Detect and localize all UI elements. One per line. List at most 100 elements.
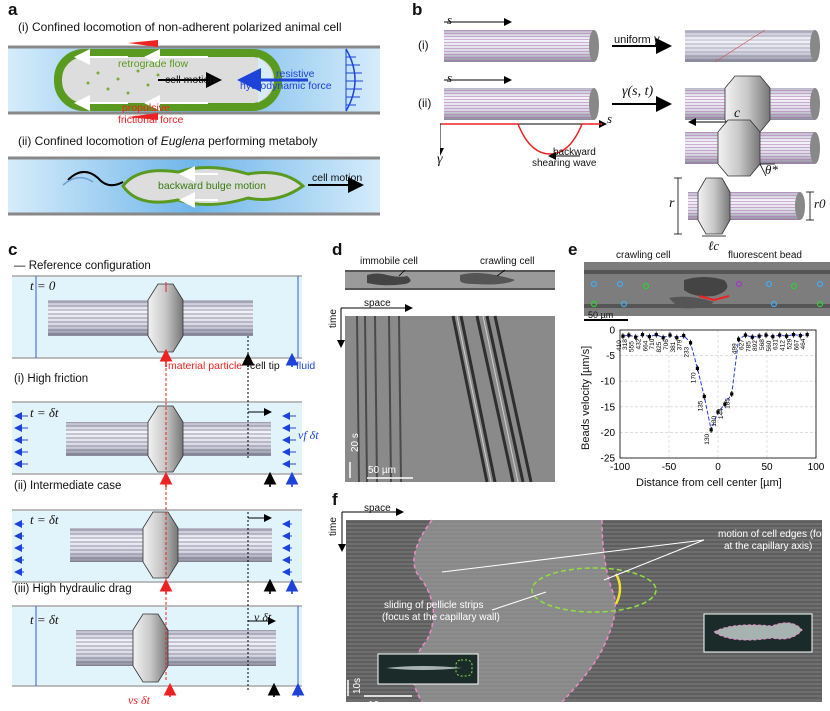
data-point: 555 <box>629 334 638 352</box>
point-marker <box>757 334 761 338</box>
tdt-label-iii: t = δt <box>30 612 59 627</box>
propulsive-label-1: propulsive <box>122 102 170 114</box>
y-tick-label: 0 <box>609 326 615 337</box>
point-count-label: 381 <box>670 341 677 352</box>
time-label-d: time <box>328 309 339 328</box>
s-label-ii: s <box>447 70 453 85</box>
point-marker <box>791 333 796 337</box>
intermediate-label: (ii) Intermediate case <box>14 480 122 492</box>
y-tick-label: -10 <box>601 377 616 388</box>
y-tick-label: -20 <box>601 428 616 439</box>
data-point: 381 <box>670 334 679 353</box>
point-count-label: 667 <box>793 339 800 350</box>
data-point: 135 <box>697 393 706 411</box>
gamma-st-label: γ(s, t) <box>622 84 654 99</box>
resistive-label-2: hydrodynamic force <box>240 80 332 92</box>
point-marker <box>736 337 741 341</box>
point-marker <box>723 402 727 406</box>
space-label-d: space <box>364 298 391 309</box>
point-marker <box>640 333 645 337</box>
x-tick-label: 100 <box>808 462 825 473</box>
vs-label: vs δt <box>128 693 150 707</box>
point-count-label: 233 <box>684 346 691 357</box>
point-marker <box>730 392 734 396</box>
crawling-cell-label-d: crawling cell <box>480 256 535 267</box>
r0-label: r0 <box>814 196 826 211</box>
scale-t-f: 10s <box>352 677 363 694</box>
panel-f-label: f <box>332 490 338 509</box>
chart-series <box>622 334 808 432</box>
high-drag-label: (iii) High hydraulic drag <box>14 583 132 595</box>
data-point: 144 <box>718 401 727 419</box>
point-marker <box>709 428 713 432</box>
panel-a-i-diagram <box>8 40 380 120</box>
scale-t-d: 20 s <box>350 433 361 452</box>
y-tick-label: -25 <box>601 454 616 465</box>
data-point: 892 <box>752 333 761 351</box>
point-count-label: 185 <box>725 398 732 409</box>
fluorescent-bead-label: fluorescent bead <box>728 250 802 261</box>
vf-label: vf δt <box>298 428 319 442</box>
point-marker <box>654 333 658 337</box>
data-point: 412 <box>780 333 789 351</box>
r-label: r <box>669 196 675 211</box>
point-count-label: 432 <box>636 338 643 349</box>
data-point: 379 <box>677 332 686 350</box>
time-label-f: time <box>328 517 339 536</box>
row-ii-label: (ii) <box>418 96 432 110</box>
point-marker <box>688 341 693 345</box>
point-count-label: 464 <box>800 338 807 349</box>
chart-ylabel: Beads velocity [µm/s] <box>580 345 592 450</box>
panel-d-kymograph <box>345 269 555 482</box>
backward-label-1: backward <box>553 147 596 158</box>
panel-a-label: a <box>8 0 18 19</box>
data-point: 233 <box>684 339 693 358</box>
panel-d-label: d <box>332 240 343 259</box>
data-point: 560 <box>766 333 775 352</box>
data-point: 706 <box>663 332 672 350</box>
data-point: 499 <box>732 336 741 354</box>
point-marker <box>805 333 809 337</box>
cell-edges-label-2: at the capillary axis) <box>724 541 813 552</box>
reference-config-label: — Reference configuration <box>14 260 151 272</box>
point-count-label: 379 <box>677 339 684 350</box>
point-count-label: 555 <box>629 341 636 352</box>
tdt-label-i: t = δt <box>30 405 59 420</box>
crawling-cell-label-e: crawling cell <box>616 250 671 261</box>
scale-x-f: 10 µm <box>368 700 396 711</box>
row-i-label: (i) <box>418 38 429 52</box>
point-count-label: 664 <box>642 340 649 351</box>
data-point: 185 <box>725 391 734 409</box>
panel-b-label: b <box>412 0 423 19</box>
point-count-label: 499 <box>732 343 739 354</box>
point-marker <box>621 334 625 338</box>
panel-e-label: e <box>568 240 578 259</box>
lc-label: ℓc <box>708 238 720 253</box>
pellicle-label-2: (focus at the capillary wall) <box>382 612 500 623</box>
point-count-label: 130 <box>704 433 711 444</box>
point-marker <box>695 366 700 370</box>
point-marker <box>661 336 665 340</box>
point-count-label: 892 <box>752 340 759 351</box>
panel-a-ii-diagram <box>8 156 380 216</box>
immobile-cell-label: immobile cell <box>360 256 418 267</box>
point-marker <box>778 333 782 337</box>
t0-label: t = 0 <box>30 278 56 293</box>
scale-e: 50 µm <box>588 310 614 320</box>
point-count-label: 785 <box>745 341 752 352</box>
data-point: 318 <box>622 332 631 350</box>
panel-b-diagram <box>440 18 820 237</box>
point-count-label: 568 <box>759 339 766 350</box>
tdt-label-ii: t = δt <box>30 512 59 527</box>
point-count-label: 631 <box>773 339 780 350</box>
data-point: 631 <box>773 332 782 350</box>
data-point: 710 <box>649 331 658 349</box>
data-point: 410 <box>616 333 625 351</box>
point-marker <box>634 335 638 339</box>
data-point: 432 <box>636 331 645 349</box>
panel-d-axes <box>337 304 413 348</box>
panel-e-micrograph <box>584 262 830 321</box>
data-point: 568 <box>759 332 768 350</box>
cell-edges-label-1: motion of cell edges (focus <box>718 529 830 540</box>
